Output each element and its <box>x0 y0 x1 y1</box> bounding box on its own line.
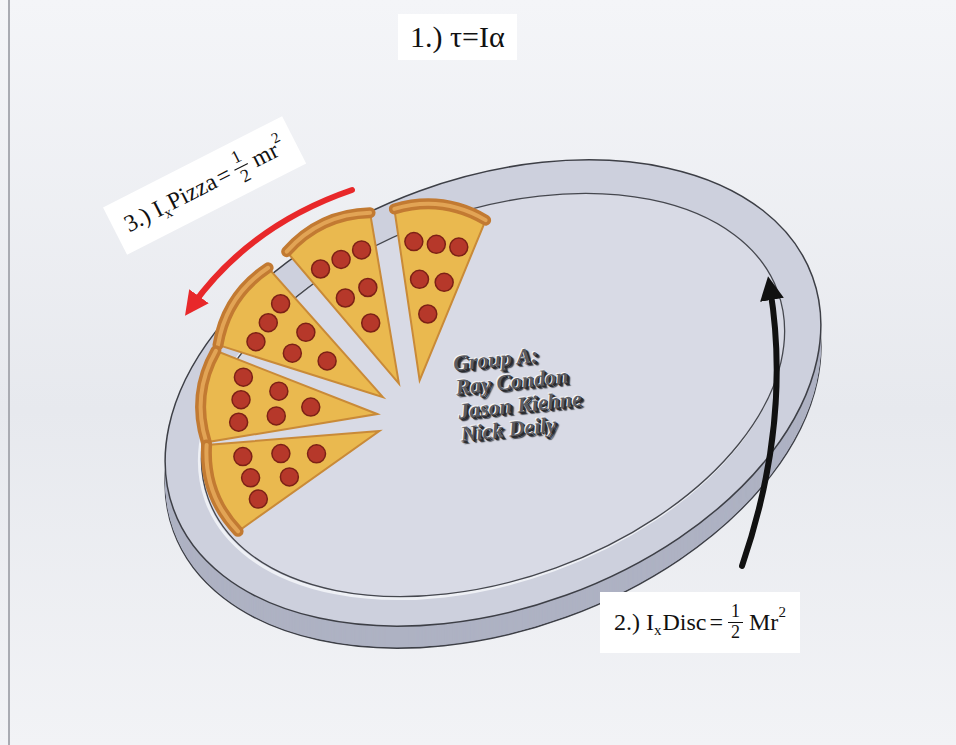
pepperoni <box>259 314 277 332</box>
pepperoni <box>283 344 301 362</box>
formula-subscript: x <box>654 622 662 639</box>
formula-label: 2.) I <box>614 609 654 636</box>
pepperoni <box>267 407 285 425</box>
pepperoni <box>297 323 315 341</box>
disc <box>100 75 886 734</box>
pizza-crust <box>201 351 216 442</box>
formula-label: 3.) I <box>120 195 168 237</box>
pizza-cheese <box>201 351 378 442</box>
fraction-numerator: 1 <box>728 602 743 623</box>
formula: 3.) IxPizza=12mr2 <box>117 127 293 244</box>
pizza-cheese <box>206 431 379 531</box>
fraction: 12 <box>728 602 743 643</box>
pepperoni <box>302 398 320 416</box>
pepperoni <box>336 289 354 307</box>
pepperoni <box>318 352 336 370</box>
disc-top <box>100 75 886 712</box>
pepperoni <box>242 469 260 487</box>
pepperoni <box>272 445 290 463</box>
pepperoni <box>312 260 330 278</box>
formula-equals: = <box>709 609 723 636</box>
disc-recess <box>145 118 840 671</box>
pepperoni <box>308 445 326 463</box>
formula-term: Mr <box>749 609 778 636</box>
pepperoni <box>234 368 252 386</box>
formula-name: Disc <box>662 609 706 636</box>
pizza-cheese <box>218 268 383 398</box>
pizza-crust <box>394 204 485 220</box>
pepperoni <box>270 382 288 400</box>
title-box: 1.) τ=Iα <box>398 14 517 60</box>
pepperoni <box>435 273 453 291</box>
disc-formula-box: 2.) IxDisc=12Mr2 <box>600 592 800 653</box>
pepperoni <box>450 238 468 256</box>
pepperoni <box>353 241 371 259</box>
pepperoni <box>419 305 437 323</box>
pepperoni <box>427 235 445 253</box>
pepperoni <box>411 270 429 288</box>
pizza-slice <box>201 351 378 442</box>
formula-name: Pizza <box>163 168 222 216</box>
pepperoni <box>230 413 248 431</box>
formula: 2.) IxDisc=12Mr2 <box>614 602 786 643</box>
pizza-slice <box>218 268 383 398</box>
pizza-slice <box>206 431 379 531</box>
disc-side <box>100 76 886 713</box>
pepperoni <box>247 333 265 351</box>
fraction-denominator: 2 <box>728 623 743 643</box>
rotation-arrow <box>742 288 777 566</box>
frame-line <box>8 0 10 745</box>
pizza-crust <box>394 204 485 220</box>
fraction-denominator: 2 <box>235 163 257 187</box>
pizza-crust <box>201 351 216 442</box>
pepperoni <box>234 448 252 466</box>
pepperoni <box>232 391 250 409</box>
pepperoni <box>249 490 267 508</box>
pepperoni <box>332 250 350 268</box>
group-names: Group A:Ray CondonJason KiehneNick Deily <box>452 339 585 446</box>
pepperoni <box>272 295 290 313</box>
pizza-formula-box: 3.) IxPizza=12mr2 <box>103 116 306 254</box>
pepperoni <box>362 314 380 332</box>
pepperoni <box>359 278 377 296</box>
pepperoni <box>405 233 423 251</box>
formula-exponent: 2 <box>778 604 786 621</box>
pepperoni <box>280 468 298 486</box>
title: 1.) τ=Iα <box>410 20 505 53</box>
